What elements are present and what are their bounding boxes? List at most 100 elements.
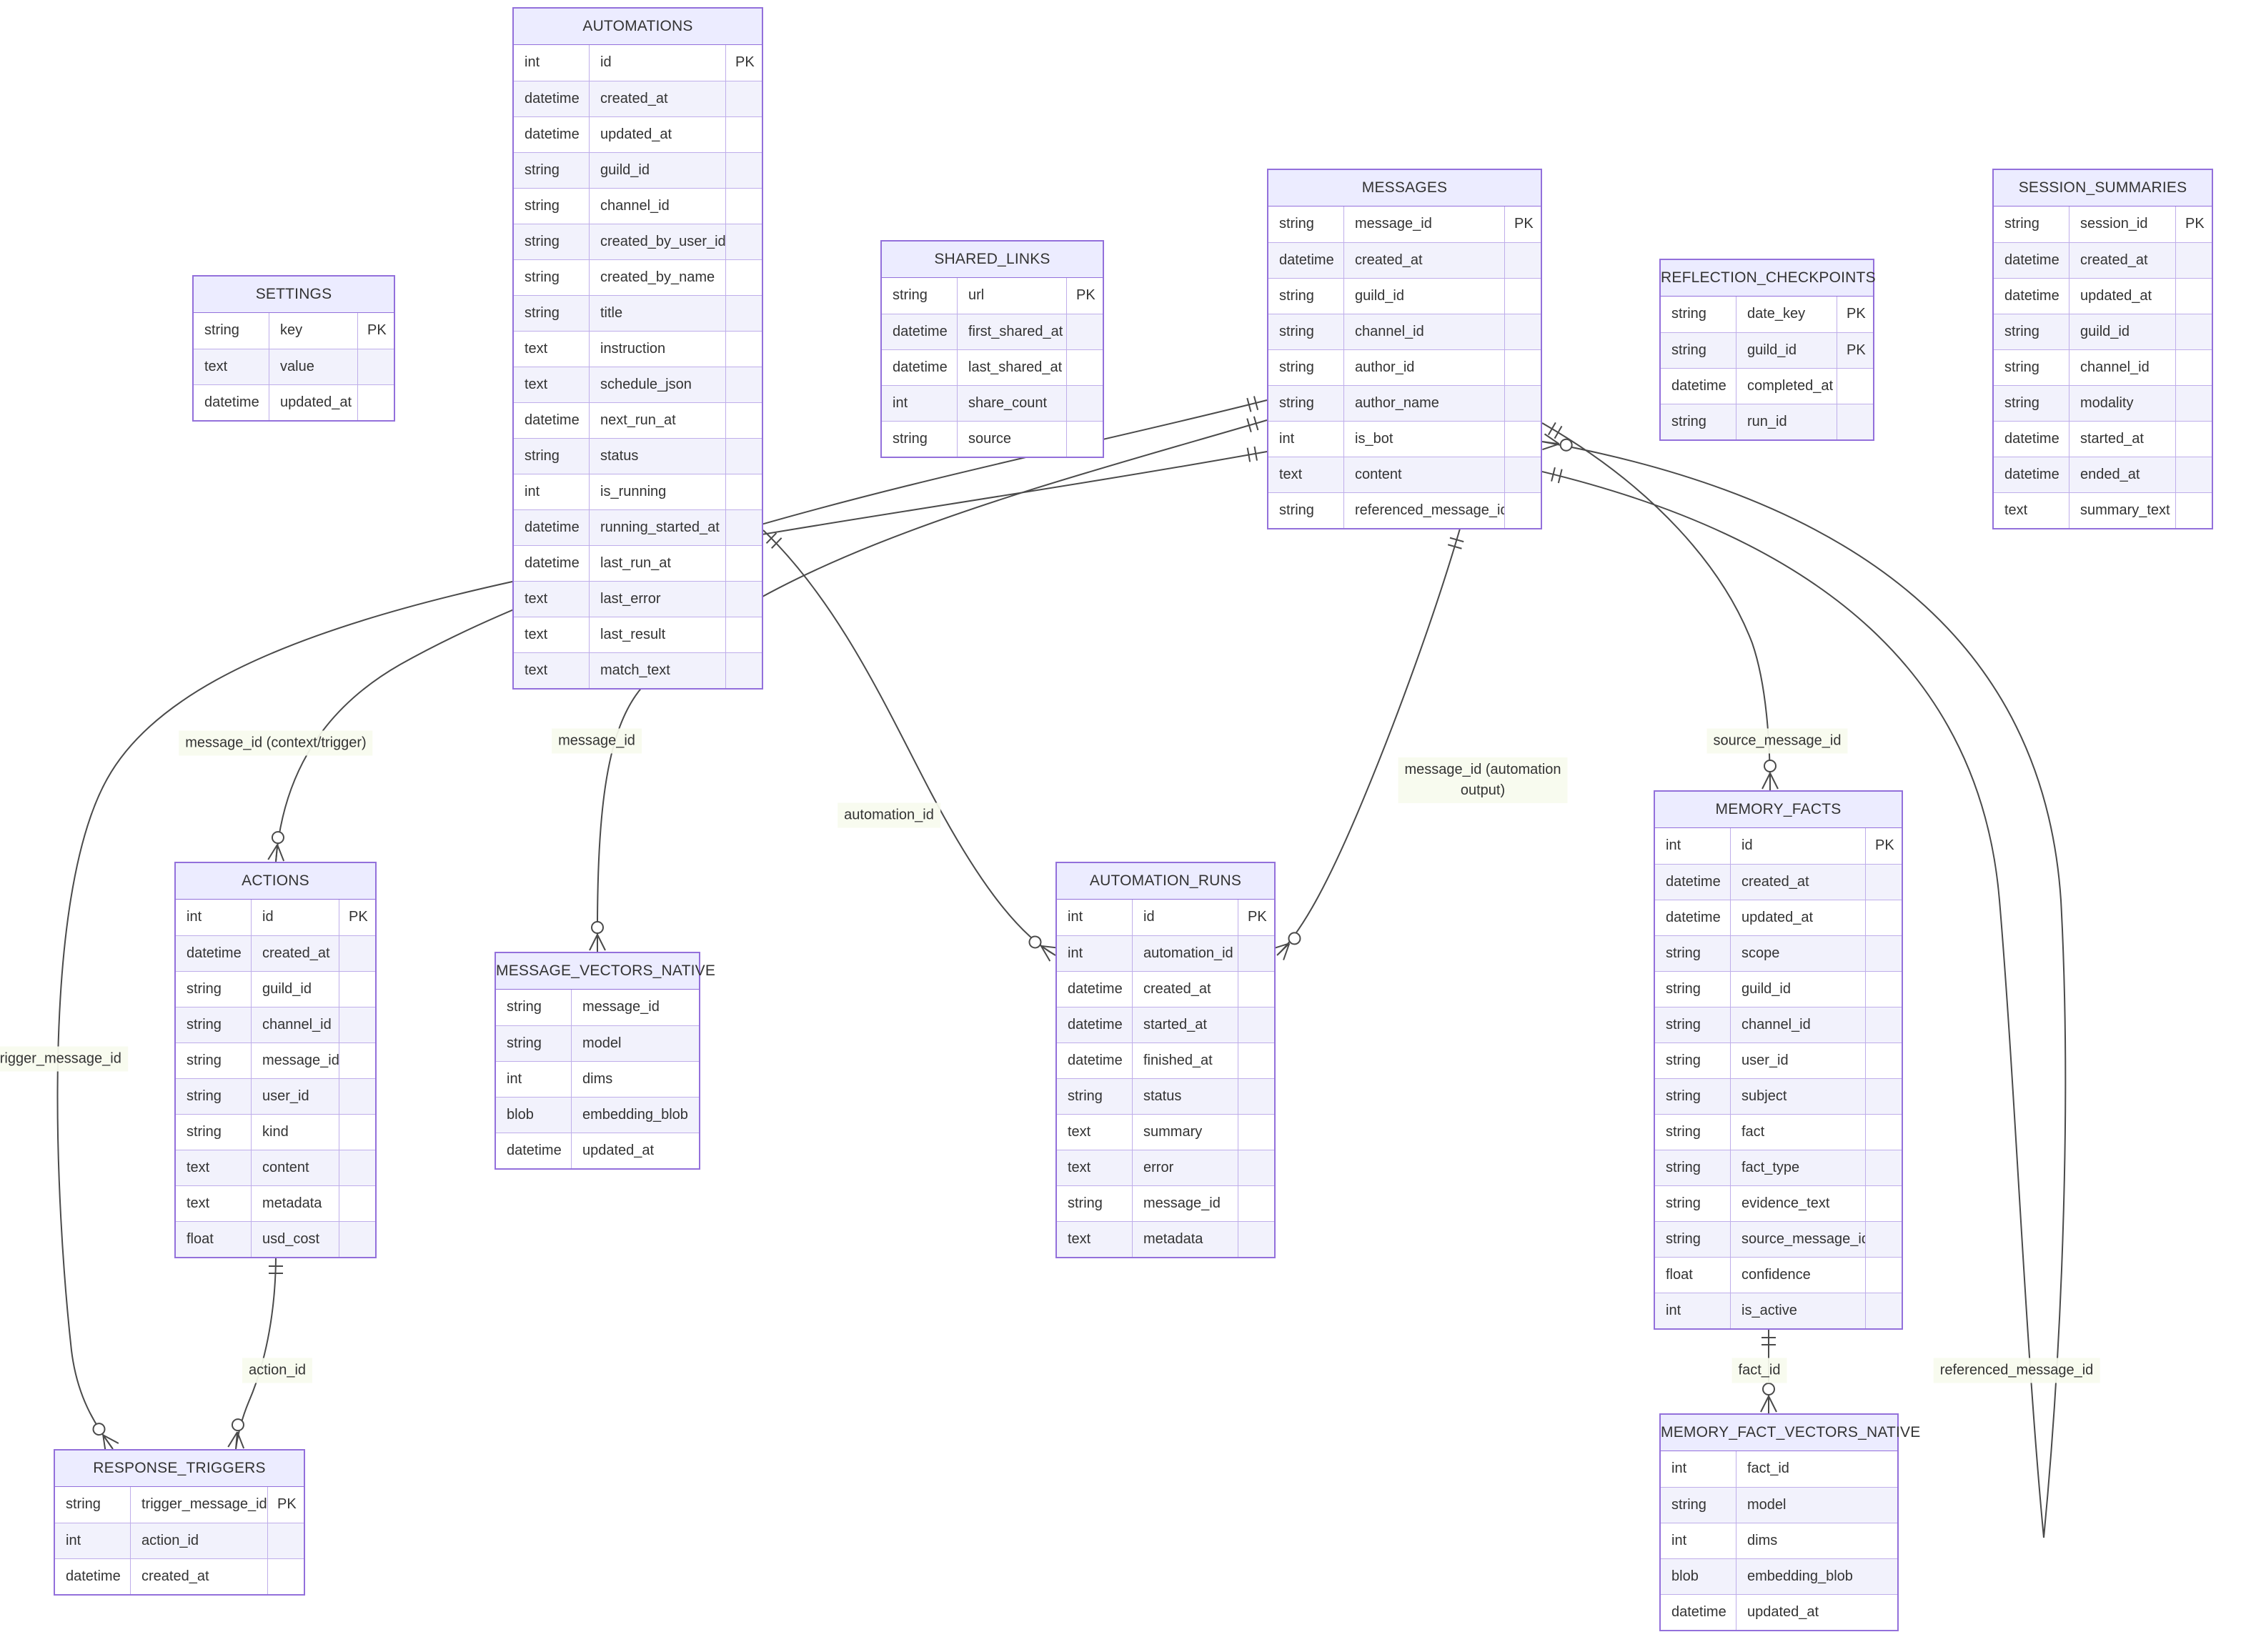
- attribute-key: [2176, 314, 2212, 349]
- attribute-type: datetime: [1655, 865, 1731, 900]
- attribute-type: blob: [496, 1098, 572, 1133]
- attribute-type: string: [514, 260, 590, 295]
- attribute-name: status: [590, 439, 726, 474]
- cardinality-one-marker: [1246, 446, 1258, 462]
- attribute-type: int: [882, 386, 958, 421]
- attribute-key: PK: [735, 54, 755, 70]
- attribute-key: [726, 617, 762, 652]
- attribute-key: [339, 1079, 375, 1114]
- attribute-type: string: [1661, 297, 1736, 332]
- attribute-name: guild_id: [1731, 972, 1866, 1007]
- attribute-name: share_count: [958, 386, 1067, 421]
- attribute-name: fact_type: [1731, 1150, 1866, 1185]
- attribute-key: PK: [2185, 216, 2205, 232]
- attribute-type: int: [514, 45, 590, 81]
- attribute-key: [339, 936, 375, 971]
- attribute-type: string: [1057, 1186, 1133, 1221]
- attribute-name: first_shared_at: [958, 314, 1067, 349]
- cardinality-zero-or-many-marker: [1762, 760, 1779, 790]
- attribute-type: string: [1655, 1222, 1731, 1257]
- attribute-type: datetime: [1057, 1007, 1133, 1043]
- attribute-name: created_at: [131, 1559, 268, 1594]
- attribute-key: [1238, 1150, 1274, 1185]
- attribute-name: created_at: [1731, 865, 1866, 900]
- attribute-name: value: [269, 349, 358, 384]
- attribute-name: updated_at: [269, 385, 358, 420]
- attribute-type: string: [1655, 1115, 1731, 1150]
- attribute-key: [1866, 972, 1902, 1007]
- attribute-type: datetime: [1661, 1595, 1736, 1630]
- attribute-name: channel_id: [1731, 1007, 1866, 1043]
- attribute-key: [1067, 350, 1103, 385]
- relationship-memory-facts-fact-vectors: [1760, 1326, 1777, 1413]
- attribute-type: text: [1057, 1222, 1133, 1257]
- attribute-key: [1238, 1007, 1274, 1043]
- attribute-name: dims: [1747, 1533, 1778, 1548]
- attribute-key: [1866, 900, 1902, 935]
- attribute-name: completed_at: [1736, 369, 1837, 404]
- attribute-key: [339, 1007, 375, 1043]
- attribute-name: started_at: [2069, 422, 2176, 457]
- attribute-key: [726, 582, 762, 617]
- edge-label-messages-response-triggers: trigger_message_id: [0, 1046, 128, 1072]
- attribute-type: string: [1655, 1079, 1731, 1114]
- attribute-type: string: [1268, 206, 1344, 242]
- cardinality-zero-or-many-marker: [1760, 1383, 1777, 1413]
- attribute-key: [268, 1559, 304, 1594]
- attribute-type: string: [1057, 1079, 1133, 1114]
- attribute-type: string: [194, 313, 269, 349]
- attribute-name: message_id: [582, 999, 660, 1015]
- attribute-name: author_id: [1344, 350, 1505, 385]
- attribute-name: last_run_at: [590, 546, 726, 581]
- attribute-name: fact_id: [1747, 1461, 1789, 1476]
- attribute-key: [1067, 422, 1103, 457]
- attribute-name: created_by_user_id: [590, 224, 726, 259]
- attribute-type: int: [1057, 936, 1133, 971]
- attribute-name: referenced_message_id: [1344, 493, 1505, 528]
- attribute-key: [1866, 1293, 1902, 1328]
- attribute-key: [358, 349, 394, 384]
- attribute-type: datetime: [1994, 457, 2069, 492]
- attribute-type: int: [514, 474, 590, 509]
- attribute-name: running_started_at: [590, 510, 726, 545]
- attribute-name: usd_cost: [252, 1222, 339, 1257]
- attribute-type: string: [1268, 314, 1344, 349]
- attribute-type: text: [176, 1186, 252, 1221]
- attribute-type: string: [1994, 386, 2069, 421]
- cardinality-zero-or-many-marker: [589, 921, 606, 951]
